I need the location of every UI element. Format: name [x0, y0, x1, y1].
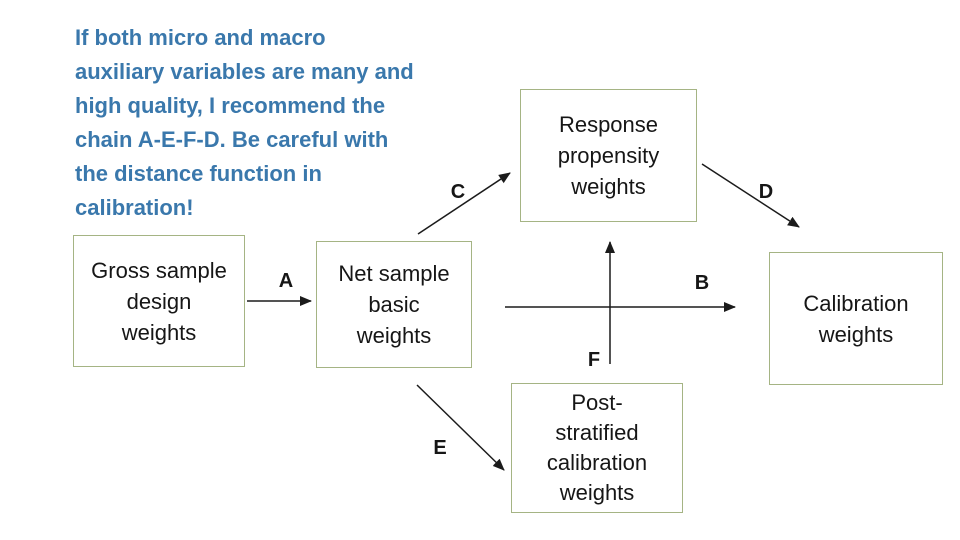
arrow-e-line [416, 384, 505, 471]
arrow-d-line [701, 163, 800, 228]
arrow-e-label: E [433, 437, 447, 459]
node-calibration-weights: Calibration weights [769, 252, 943, 385]
node-post-stratified-calibration-weights: Post- stratified calibration weights [511, 383, 683, 513]
arrow-c-label: C [450, 181, 466, 203]
arrow-a-label: A [278, 270, 294, 292]
arrow-f-label: F [587, 349, 601, 371]
advisory-note-text: If both micro and macro auxiliary variab… [75, 25, 414, 220]
node-response-propensity-weights: Response propensity weights [520, 89, 697, 222]
node-gross-sample-design-weights: Gross sample design weights [73, 235, 245, 367]
arrow-d-label: D [758, 181, 774, 203]
arrow-b-label: B [694, 272, 710, 294]
node-net-sample-basic-weights: Net sample basic weights [316, 241, 472, 368]
